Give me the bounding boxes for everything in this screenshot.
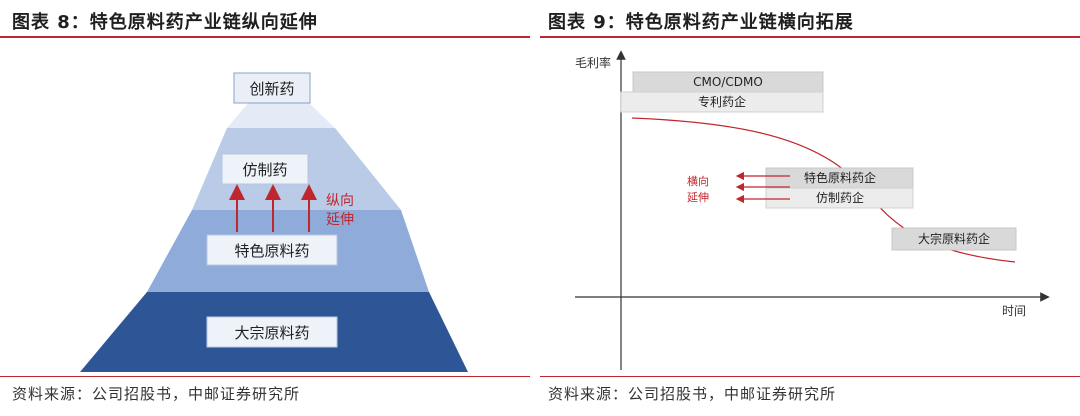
figure-9-source: 资料来源：公司招股书，中邮证券研究所 — [548, 385, 837, 403]
source-divider — [0, 376, 530, 377]
level-label-bulk-api: 大宗原料药 — [234, 324, 309, 342]
y-axis-label: 毛利率 — [575, 55, 611, 70]
box-patent-pharma-label: 专利药企 — [698, 94, 746, 109]
title-divider — [540, 36, 1080, 38]
horizontal-expansion-label-2: 延伸 — [687, 191, 709, 204]
vertical-extension-label-1: 纵向 — [326, 193, 354, 209]
level-label-innovative: 创新药 — [249, 80, 294, 98]
title-divider — [0, 36, 530, 38]
box-cmo-cdmo-label: CMO/CDMO — [693, 75, 763, 89]
box-generic-pharma — [765, 187, 914, 209]
figure-9-title: 图表 9：特色原料药产业链横向拓展 — [548, 12, 854, 33]
figure-8-title: 图表 8：特色原料药产业链纵向延伸 — [12, 12, 318, 33]
level-box-innovative — [233, 72, 311, 104]
level-box-specialty-api — [206, 234, 338, 266]
horizontal-expansion-diagram: 毛利率 时间 CMO/CDMO 专利药企 特色原料药企 仿制药企 大宗原料药企 … — [575, 50, 1050, 370]
vertical-extension-label-2: 延伸 — [326, 212, 354, 228]
horizontal-expansion-label-1: 横向 — [687, 174, 709, 188]
box-bulk-api-label: 大宗原料药企 — [918, 231, 990, 246]
figure-9-panel: 图表 9：特色原料药产业链横向拓展 毛利率 时间 CMO/CDMO 专利药企 特… — [540, 0, 1080, 416]
level-label-specialty-api: 特色原料药 — [234, 242, 309, 260]
figure-8-panel: 图表 8：特色原料药产业链纵向延伸 创新药 仿制药 特色原料药 大宗原料药 纵向… — [0, 0, 530, 416]
box-specialty-api-label: 特色原料药企 — [804, 170, 876, 185]
x-axis-label: 时间 — [1002, 304, 1026, 318]
box-bulk-api — [891, 227, 1017, 251]
box-generic-pharma-label: 仿制药企 — [816, 190, 864, 205]
source-divider — [540, 376, 1080, 377]
figure-8-source: 资料来源：公司招股书，中邮证券研究所 — [12, 385, 301, 403]
box-patent-pharma — [620, 91, 824, 113]
level-box-bulk-api — [206, 316, 338, 348]
level-label-generic: 仿制药 — [242, 161, 287, 179]
vertical-extension-pyramid: 创新药 仿制药 特色原料药 大宗原料药 纵向 延伸 — [80, 72, 468, 372]
